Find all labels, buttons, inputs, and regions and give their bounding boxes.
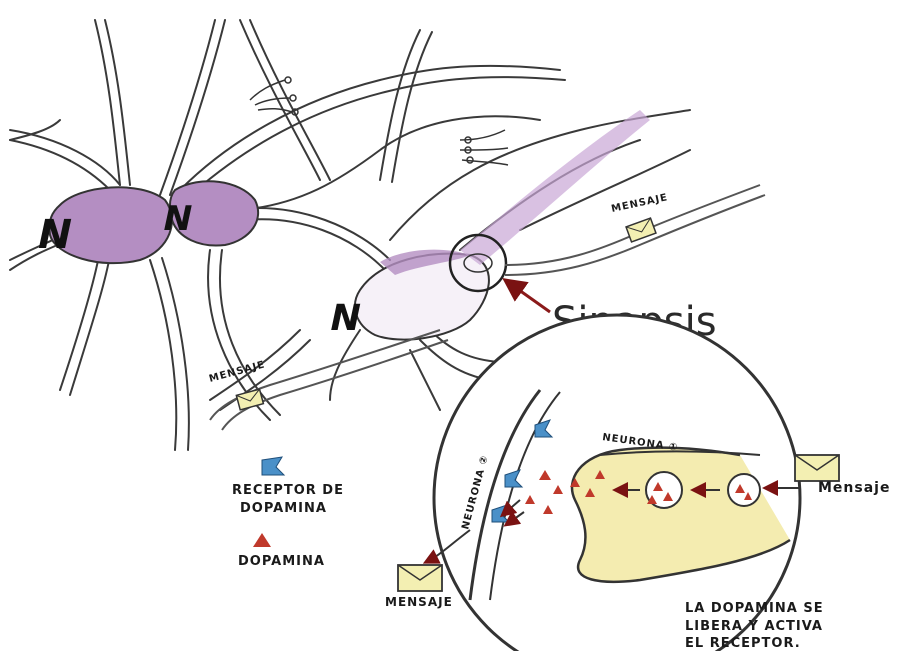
pointer-arrow xyxy=(512,285,550,312)
envelope-icon xyxy=(398,565,442,591)
message-label-bottom: MENSAJE xyxy=(385,595,453,609)
envelope-icon xyxy=(795,455,839,481)
message-label-top: MENSAJE xyxy=(610,192,669,215)
caption-line2: LIBERA Y ACTIVA xyxy=(685,619,823,634)
receptor-flag-icon xyxy=(262,457,284,475)
legend-receptor-line2: DOPAMINA xyxy=(240,501,327,516)
message-label-right: Mensaje xyxy=(818,480,890,496)
legend: RECEPTOR DE DOPAMINA DOPAMINA xyxy=(232,457,344,569)
red-triangle-icon xyxy=(253,533,271,547)
envelope-icon xyxy=(626,218,656,242)
legend-receptor-line1: RECEPTOR DE xyxy=(232,483,344,498)
caption-line1: LA DOPAMINA SE xyxy=(685,601,824,616)
envelope-icon xyxy=(236,389,263,410)
caption: LA DOPAMINA SE LIBERA Y ACTIVA EL RECEPT… xyxy=(685,601,824,651)
outgoing-axon xyxy=(210,330,448,430)
caption-line3: EL RECEPTOR. xyxy=(685,636,801,651)
legend-dopamine: DOPAMINA xyxy=(238,554,325,569)
